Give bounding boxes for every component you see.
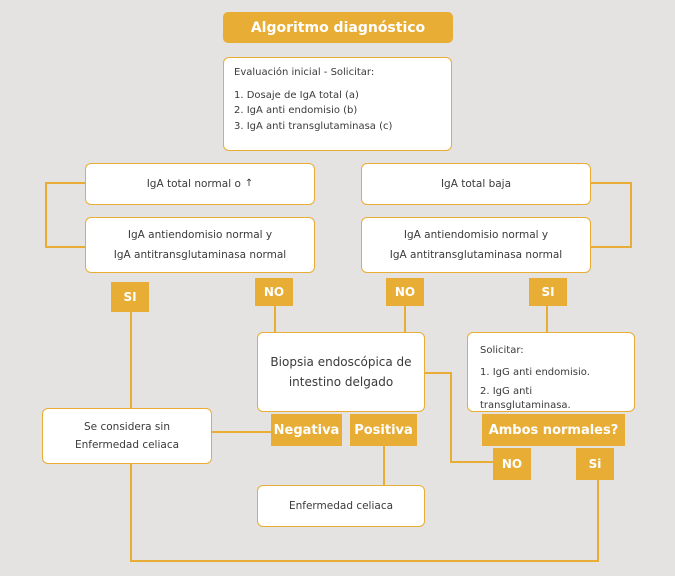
arrow-up-icon: ↑ [244,178,254,190]
disease-box: Enfermedad celiaca [257,485,425,527]
right-antibodies-box: IgA antiendomisio normal y IgA antitrans… [361,217,591,273]
left-iga-normal-box: IgA total normal o ↑ [85,163,315,205]
initial-evaluation-item: 3. IgA anti transglutaminasa (c) [234,120,393,132]
initial-evaluation-heading: Evaluación inicial - Solicitar: [234,67,375,78]
both-normal-tag: Ambos normales? [482,414,625,446]
no-disease-line1: Se considera sin [84,421,170,434]
left-no-tag: NO [255,278,293,306]
request-igg-heading: Solicitar: [480,345,524,356]
initial-evaluation-item: 1. Dosaje de IgA total (a) [234,89,359,101]
left-iga-normal-label: IgA total normal o [146,177,241,190]
no-disease-box: Se considera sin Enfermedad celiaca [42,408,212,464]
biopsy-line2: intestino delgado [288,374,394,389]
disease-label: Enfermedad celiaca [288,499,394,512]
both-normal-yes-tag: Si [576,448,614,480]
left-antibodies-line2: IgA antitransglutaminasa normal [113,248,287,261]
initial-evaluation-list: 1. Dosaje de IgA total (a) 2. IgA anti e… [234,89,441,134]
request-igg-list: 1. IgG anti endomisio. 2. IgG anti trans… [480,366,622,413]
left-antibodies-box: IgA antiendomisio normal y IgA antitrans… [85,217,315,273]
left-antibodies-line1: IgA antiendomisio normal y [127,229,273,242]
right-antibodies-line2: IgA antitransglutaminasa normal [389,248,563,261]
request-igg-item: 1. IgG anti endomisio. [480,366,590,378]
right-iga-low-label: IgA total baja [440,177,512,190]
right-si-tag: SI [529,278,567,306]
right-no-tag: NO [386,278,424,306]
biopsy-box: Biopsia endoscópica de intestino delgado [257,332,425,412]
biopsy-positive-tag: Positiva [350,414,417,446]
right-antibodies-line1: IgA antiendomisio normal y [403,229,549,242]
right-iga-low-box: IgA total baja [361,163,591,205]
request-igg-box: Solicitar: 1. IgG anti endomisio. 2. IgG… [467,332,635,412]
biopsy-line1: Biopsia endoscópica de [270,355,412,370]
no-disease-line2: Enfermedad celiaca [74,438,180,451]
diagram-title: Algoritmo diagnóstico [223,12,453,43]
initial-evaluation-item: 2. IgA anti endomisio (b) [234,105,358,116]
left-si-tag: SI [111,282,149,312]
initial-evaluation-box: Evaluación inicial - Solicitar: 1. Dosaj… [223,57,452,151]
biopsy-negative-tag: Negativa [271,414,342,446]
both-normal-no-tag: NO [493,448,531,480]
request-igg-item: 2. IgG anti transglutaminasa. [480,386,571,411]
